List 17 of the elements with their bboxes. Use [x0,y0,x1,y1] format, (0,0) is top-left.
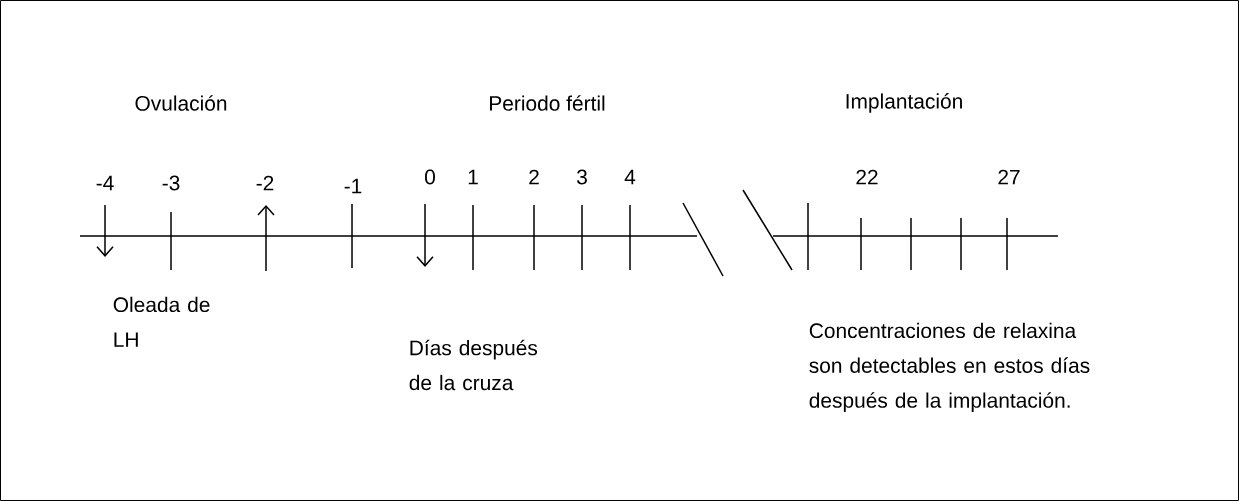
day-number: -4 [96,175,114,191]
note-text: Oleada de LH [113,296,210,347]
note-text: Concentraciones de relaxina son detectables en estos días después de la implantación. [809,322,1090,412]
day-number: 1 [468,169,478,185]
day-number: 2 [529,169,539,185]
day-number: 0 [425,169,435,185]
day-number: -3 [162,175,180,191]
day-number: -1 [344,178,362,194]
day-number: 27 [998,169,1020,185]
note-text: Días después de la cruza [409,339,538,391]
stage-label: Ovulación [135,95,227,111]
day-number: 3 [577,169,587,185]
stage-label: Implantación [846,93,962,113]
day-number: -2 [256,175,274,191]
day-number: 22 [856,169,878,185]
stage-label: Periodo fértil [490,95,605,111]
day-number: 4 [624,169,636,185]
